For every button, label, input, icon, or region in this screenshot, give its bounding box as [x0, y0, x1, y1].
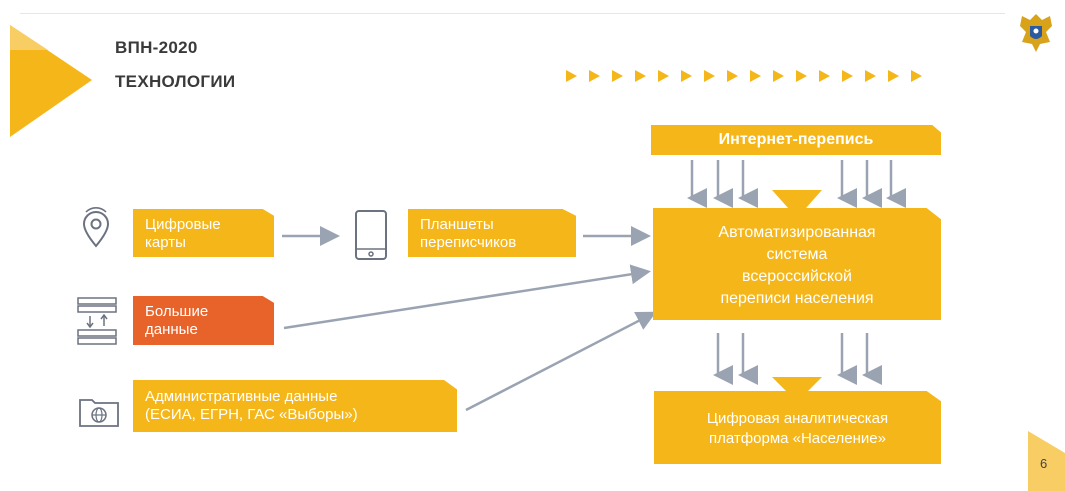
census-system-label: Автоматизированная система всероссийской… — [718, 224, 876, 307]
emblem-icon — [1020, 14, 1052, 52]
top-divider — [20, 13, 1005, 14]
map-pin-icon — [82, 207, 110, 248]
chevron-right-icon — [819, 70, 830, 82]
chevron-right-icon — [635, 70, 646, 82]
arrow-admin-to-system — [465, 311, 657, 412]
page-title: ТЕХНОЛОГИИ — [115, 72, 236, 91]
chevron-right-icon — [612, 70, 623, 82]
page-corner — [1028, 431, 1065, 491]
big-data-label: Большие данные — [145, 303, 209, 338]
wedge-top — [772, 190, 822, 218]
big-data-box: Большие данные — [133, 296, 274, 345]
tablets-label: Планшеты переписчиков — [420, 216, 517, 251]
internet-census-label: Интернет-перепись — [718, 131, 874, 148]
admin-data-box: Административные данные (ЕСИА, ЕГРН, ГАС… — [133, 380, 457, 432]
page-subtitle: ВПН-2020 — [115, 38, 198, 57]
internet-census-box: Интернет-перепись — [651, 125, 941, 155]
admin-data-label: Административные данные (ЕСИА, ЕГРН, ГАС… — [145, 388, 358, 423]
arrow-bigdata-to-system — [283, 264, 651, 330]
tablets-box: Планшеты переписчиков — [408, 209, 576, 257]
server-icon — [77, 297, 117, 345]
chevron-row — [566, 70, 922, 82]
chevron-right-icon — [658, 70, 669, 82]
chevron-right-icon — [566, 70, 577, 82]
chevron-right-icon — [727, 70, 738, 82]
digital-maps-box: Цифровые карты — [133, 209, 274, 257]
census-system-box: Автоматизированная система всероссийской… — [653, 208, 941, 320]
corner-triangle — [10, 25, 92, 137]
chevron-right-icon — [704, 70, 715, 82]
chevron-right-icon — [842, 70, 853, 82]
analytics-platform-label: Цифровая аналитическая платформа «Населе… — [706, 410, 889, 447]
analytics-platform-box: Цифровая аналитическая платформа «Населе… — [654, 391, 941, 464]
tablet-icon — [355, 210, 387, 260]
digital-maps-label: Цифровые карты — [145, 216, 221, 251]
chevron-right-icon — [773, 70, 784, 82]
chevron-right-icon — [865, 70, 876, 82]
system-down-arrows — [713, 333, 882, 385]
internet-down-arrows — [687, 160, 906, 208]
chevron-right-icon — [888, 70, 899, 82]
chevron-right-icon — [911, 70, 922, 82]
chevron-right-icon — [750, 70, 761, 82]
page-number: 6 — [1040, 456, 1048, 471]
chevron-right-icon — [796, 70, 807, 82]
chevron-right-icon — [681, 70, 692, 82]
folder-globe-icon — [79, 399, 119, 427]
chevron-right-icon — [589, 70, 600, 82]
wedge-bottom — [772, 377, 822, 402]
